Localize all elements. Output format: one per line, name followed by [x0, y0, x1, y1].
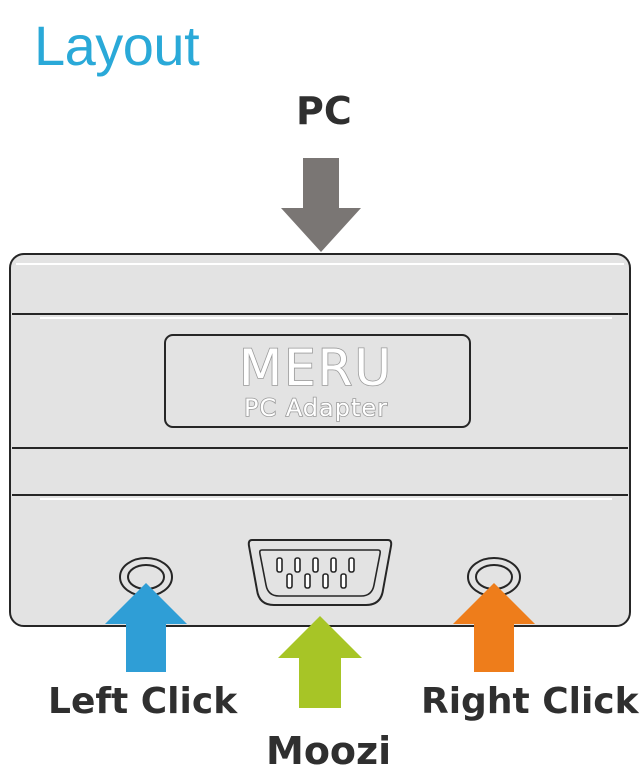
brand-subtitle: PC Adapter — [244, 394, 388, 422]
left-click-button — [119, 557, 173, 597]
right-click-label: Right Click — [421, 681, 639, 722]
moozi-label: Moozi — [266, 729, 392, 773]
left-click-label: Left Click — [48, 681, 238, 722]
moozi-arrow — [278, 616, 362, 708]
right-click-arrow — [453, 583, 535, 672]
brand-name: MERU — [239, 339, 393, 397]
port-pins — [276, 557, 355, 589]
serial-port — [247, 539, 393, 606]
brand-plate: MERU PC Adapter — [164, 334, 471, 428]
pc-arrow — [281, 158, 361, 252]
pc-label: PC — [296, 89, 352, 133]
page-title: Layout — [34, 14, 200, 77]
left-click-arrow — [105, 583, 187, 672]
